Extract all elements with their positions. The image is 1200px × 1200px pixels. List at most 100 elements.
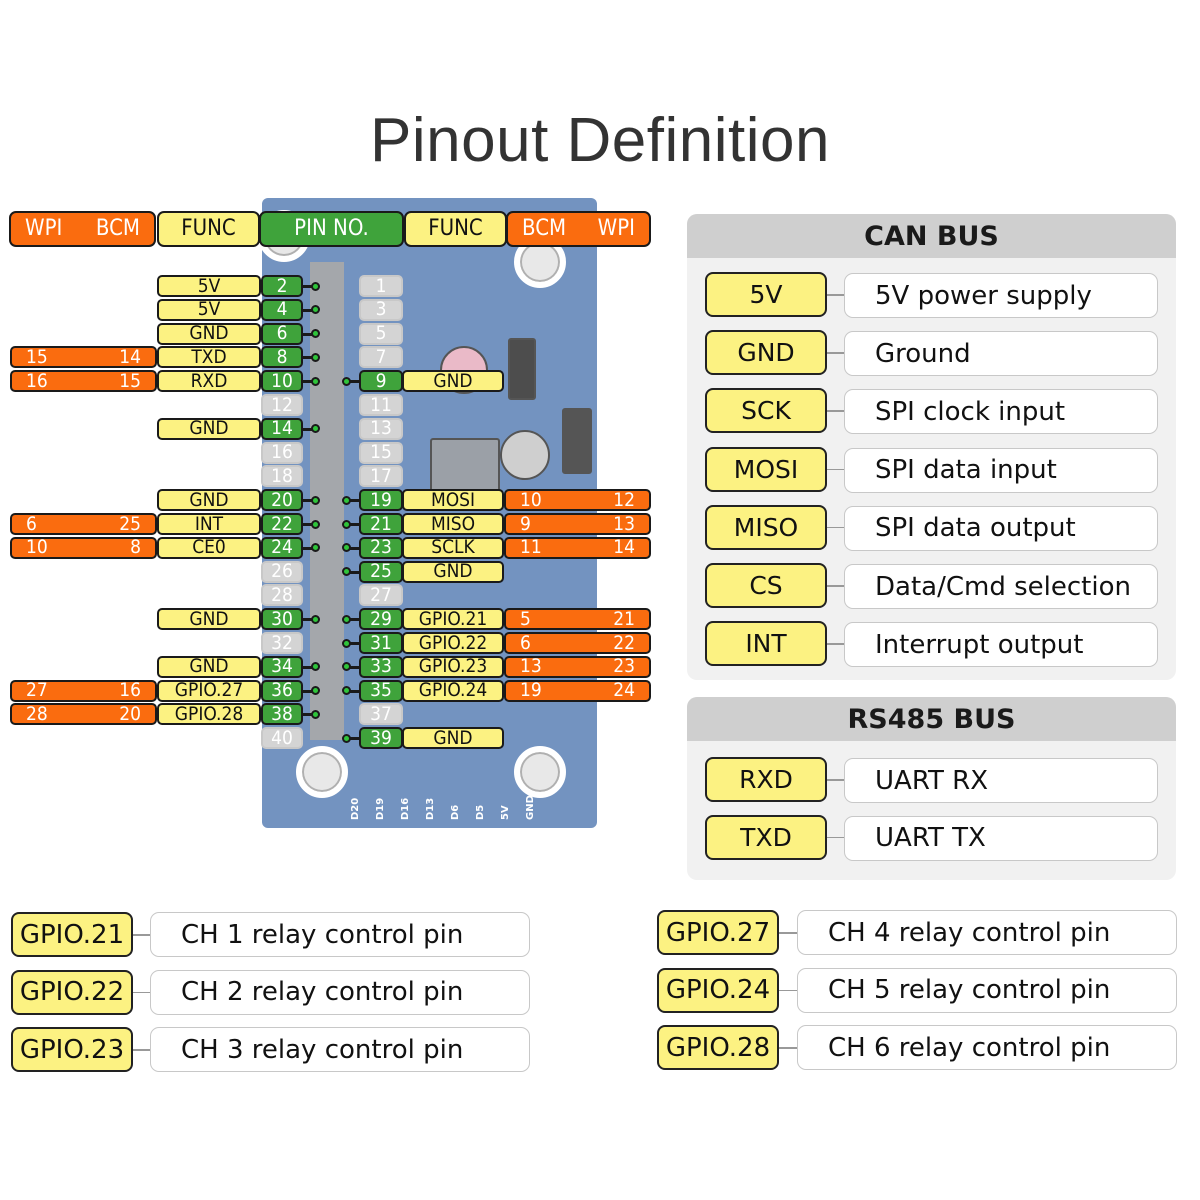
bus-pin-description: Data/Cmd selection (844, 564, 1158, 609)
connector-line (827, 836, 844, 838)
relay-description: CH 2 relay control pin (150, 969, 530, 1015)
pin-dot (311, 281, 320, 291)
pin-dot (311, 519, 320, 529)
header-bcm-label: BCM (522, 216, 567, 241)
header-bcm-label: BCM (95, 216, 140, 241)
pin-func-right: MOSI (402, 489, 504, 512)
pin-dot (311, 614, 320, 624)
pin-number-a: 5 (520, 607, 531, 630)
pin-number-left: 22 (261, 513, 303, 535)
connector-line (827, 468, 844, 471)
pin-number-left: 6 (261, 322, 303, 345)
pin-func-left: CE0 (157, 536, 261, 559)
mounting-hole (514, 746, 566, 798)
silkscreen-label: D19 (375, 797, 386, 820)
pin-connector (303, 689, 313, 693)
silkscreen-label: 5V (500, 805, 511, 820)
pin-func-left: TXD (157, 346, 261, 369)
silkscreen-label: D13 (425, 797, 436, 820)
bus-pin-tag: MOSI (705, 446, 827, 492)
pin-number-a: 10 (26, 536, 48, 559)
pin-number-b: 14 (613, 536, 635, 559)
pin-number-right: 39 (359, 727, 403, 750)
pin-number-left-inactive: 18 (261, 465, 303, 488)
pin-number-right-inactive: 37 (359, 703, 403, 726)
relay-description: CH 4 relay control pin (797, 910, 1177, 955)
relay-pin-tag: GPIO.24 (657, 967, 779, 1013)
pin-dot (311, 543, 320, 553)
connector-line (827, 526, 844, 529)
pin-number-left: 38 (261, 703, 303, 726)
connector-line (827, 779, 844, 781)
silkscreen-label: D20 (350, 797, 361, 820)
pin-connector (303, 285, 313, 288)
pin-number-a: 16 (26, 369, 48, 392)
bus-pin-description: SPI clock input (844, 389, 1158, 435)
relay-pin-tag: GPIO.22 (11, 969, 133, 1015)
silkscreen-label: D5 (475, 804, 486, 820)
pin-func-left: GND (157, 322, 261, 345)
pin-connector (349, 665, 359, 669)
pin-connector (303, 665, 313, 669)
pin-number-right-inactive: 7 (359, 346, 403, 369)
silkscreen-label: D16 (400, 797, 411, 820)
pin-func-right: MISO (402, 513, 504, 535)
pin-number-right-inactive: 11 (359, 394, 403, 416)
pin-connector (303, 618, 313, 622)
pin-connector (349, 737, 359, 741)
pin-number-a: 6 (520, 631, 531, 654)
bus-pin-tag: 5V (705, 272, 827, 317)
pin-number-right: 9 (359, 370, 403, 393)
header-wpi-label: WPI (25, 216, 63, 241)
pin-bcm-wpi-left: 10 8 (10, 536, 157, 559)
pin-number-right-inactive: 13 (359, 417, 403, 440)
relay-pin-tag: GPIO.27 (657, 910, 779, 955)
relay-pin-tag: GPIO.23 (11, 1027, 133, 1072)
can-bus-title: CAN BUS (687, 214, 1176, 258)
pin-number-left-inactive: 40 (261, 727, 303, 750)
bus-pin-tag: RXD (705, 757, 827, 802)
pin-number-left: 36 (261, 679, 303, 702)
pin-connector (303, 380, 313, 384)
pin-number-right-inactive: 3 (359, 298, 403, 321)
pin-func-right: GND (402, 727, 504, 750)
pin-func-left: GND (157, 489, 261, 512)
pin-number-a: 27 (26, 679, 48, 702)
pin-number-right-inactive: 5 (359, 322, 403, 345)
pin-dot (311, 495, 320, 505)
bus-pin-tag: INT (705, 621, 827, 667)
pin-func-right: GPIO.24 (402, 679, 504, 702)
pin-func-right: GPIO.21 (402, 608, 504, 631)
pin-connector (349, 546, 359, 550)
pin-number-right: 23 (359, 536, 403, 559)
pin-dot (311, 686, 320, 696)
pin-func-left: INT (157, 513, 261, 535)
pin-number-a: 11 (520, 536, 542, 559)
pin-func-right: GPIO.23 (402, 655, 504, 678)
pin-number-right-inactive: 1 (359, 275, 403, 297)
pin-func-right: GPIO.22 (402, 632, 504, 654)
connector-line (133, 1049, 150, 1051)
pin-number-right-inactive: 27 (359, 584, 403, 607)
bus-pin-description: SPI data input (844, 447, 1158, 493)
pin-number-b: 8 (130, 536, 141, 559)
pin-connector (349, 618, 359, 622)
header-bcm-wpi-right: BCM WPI (506, 211, 651, 247)
pin-number-right: 21 (359, 513, 403, 535)
pin-number-b: 14 (119, 345, 141, 368)
bus-pin-tag: TXD (705, 814, 827, 860)
pin-number-left: 10 (261, 370, 303, 393)
connector-line (827, 585, 844, 587)
pin-bcm-wpi-left: 27 16 (10, 679, 157, 702)
pin-dot (311, 352, 320, 362)
pin-number-b: 21 (613, 607, 635, 630)
pin-bcm-wpi-right: 5 21 (504, 607, 651, 631)
pin-func-left: GND (157, 655, 261, 678)
pin-number-b: 16 (119, 679, 141, 702)
bus-pin-description: Ground (844, 331, 1158, 377)
pin-connector (303, 523, 313, 526)
